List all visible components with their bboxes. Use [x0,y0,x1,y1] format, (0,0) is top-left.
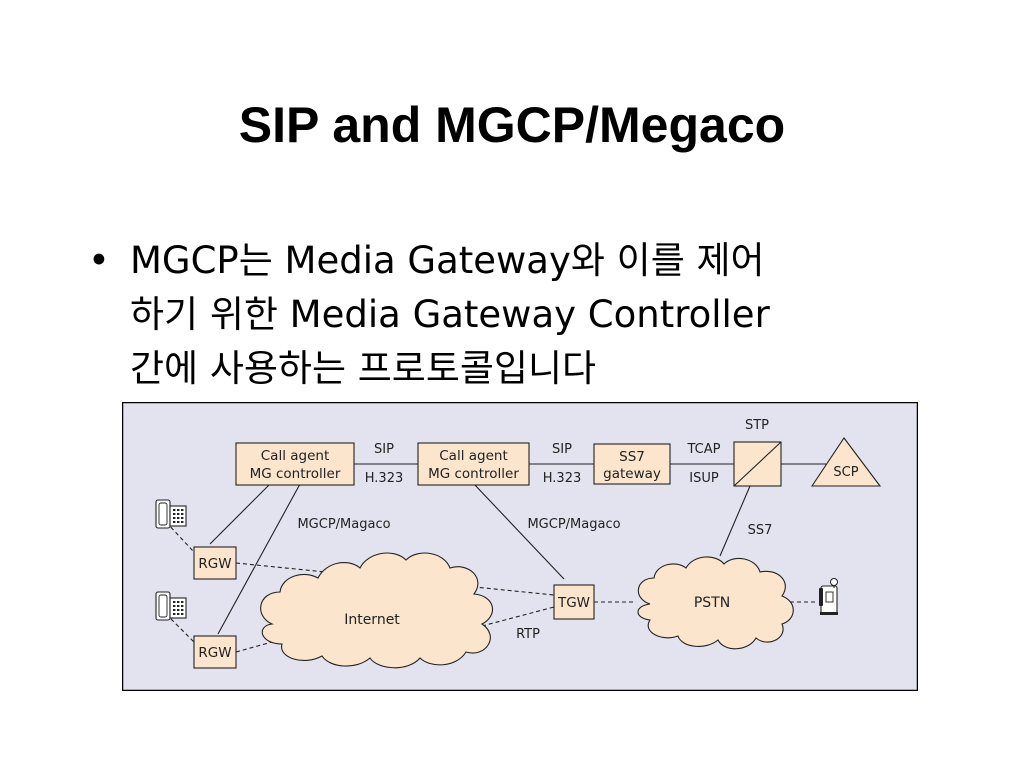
call-agent-box-2: Call agent MG controller [417,442,530,486]
tgw-box: TGW [553,584,595,620]
mgcp-label-2: MGCP/Magaco [527,517,620,532]
rgw-2-label: RGW [198,645,231,661]
call-agent-2-line2: MG controller [428,466,519,482]
stp-node: STP [733,418,782,487]
link-ca1-rgw2 [217,483,301,635]
call-agent-1-line2: MG controller [250,466,341,482]
bullet-line-1: MGCP는 Media Gateway와 이를 제어 [130,239,765,282]
rtp-label: RTP [516,627,540,642]
dashed-links [165,521,817,653]
internet-label: Internet [344,612,400,628]
ss7-gateway-line2: gateway [603,466,661,482]
bullet-marker: • [88,239,110,282]
tgw-label: TGW [557,595,590,611]
pstn-label: PSTN [694,595,730,611]
dash-rgw2-internet [235,641,273,653]
bullet-line-2: 하기 위한 Media Gateway Controller [130,293,770,336]
payphone-icon [819,578,838,615]
network-diagram: Internet PSTN Call agent MG controller C… [122,402,918,691]
scp-label: SCP [833,465,858,480]
pstn-cloud [637,556,794,650]
scp-node: SCP [810,437,882,487]
h323-label-2: H.323 [543,471,582,486]
sip-label-2: SIP [552,442,572,457]
telephone-icon [155,591,187,621]
telephone-icon [155,499,187,529]
call-agent-2-line1: Call agent [439,448,508,464]
call-agent-box-1: Call agent MG controller [235,442,355,486]
rgw-box-1: RGW [193,546,237,580]
dash-internet-tgw [481,606,555,627]
mgcp-label-1: MGCP/Magaco [297,517,390,532]
link-stp-pstn [719,485,751,557]
sip-label-1: SIP [374,442,394,457]
rgw-box-2: RGW [193,635,237,669]
stp-label: STP [745,418,769,433]
ss7-gateway-box: SS7 gateway [593,443,671,485]
link-ca2-tgw [473,483,565,580]
link-ca1-rgw1 [209,483,271,545]
solid-links [209,463,826,635]
isup-label: ISUP [689,471,719,486]
bullet-text: MGCP는 Media Gateway와 이를 제어 하기 위한 Media G… [130,234,920,396]
ss7-link-label: SS7 [748,523,773,538]
rgw-1-label: RGW [198,556,231,572]
ss7-gateway-line1: SS7 [619,449,645,465]
tcap-label: TCAP [687,442,721,457]
h323-label-1: H.323 [365,471,404,486]
call-agent-1-line1: Call agent [261,448,330,464]
internet-cloud [260,552,493,669]
dash-rgw1-tgw [235,562,555,596]
slide-title: SIP and MGCP/Megaco [238,97,786,153]
bullet-line-3: 간에 사용하는 프로토콜입니다 [130,347,597,390]
